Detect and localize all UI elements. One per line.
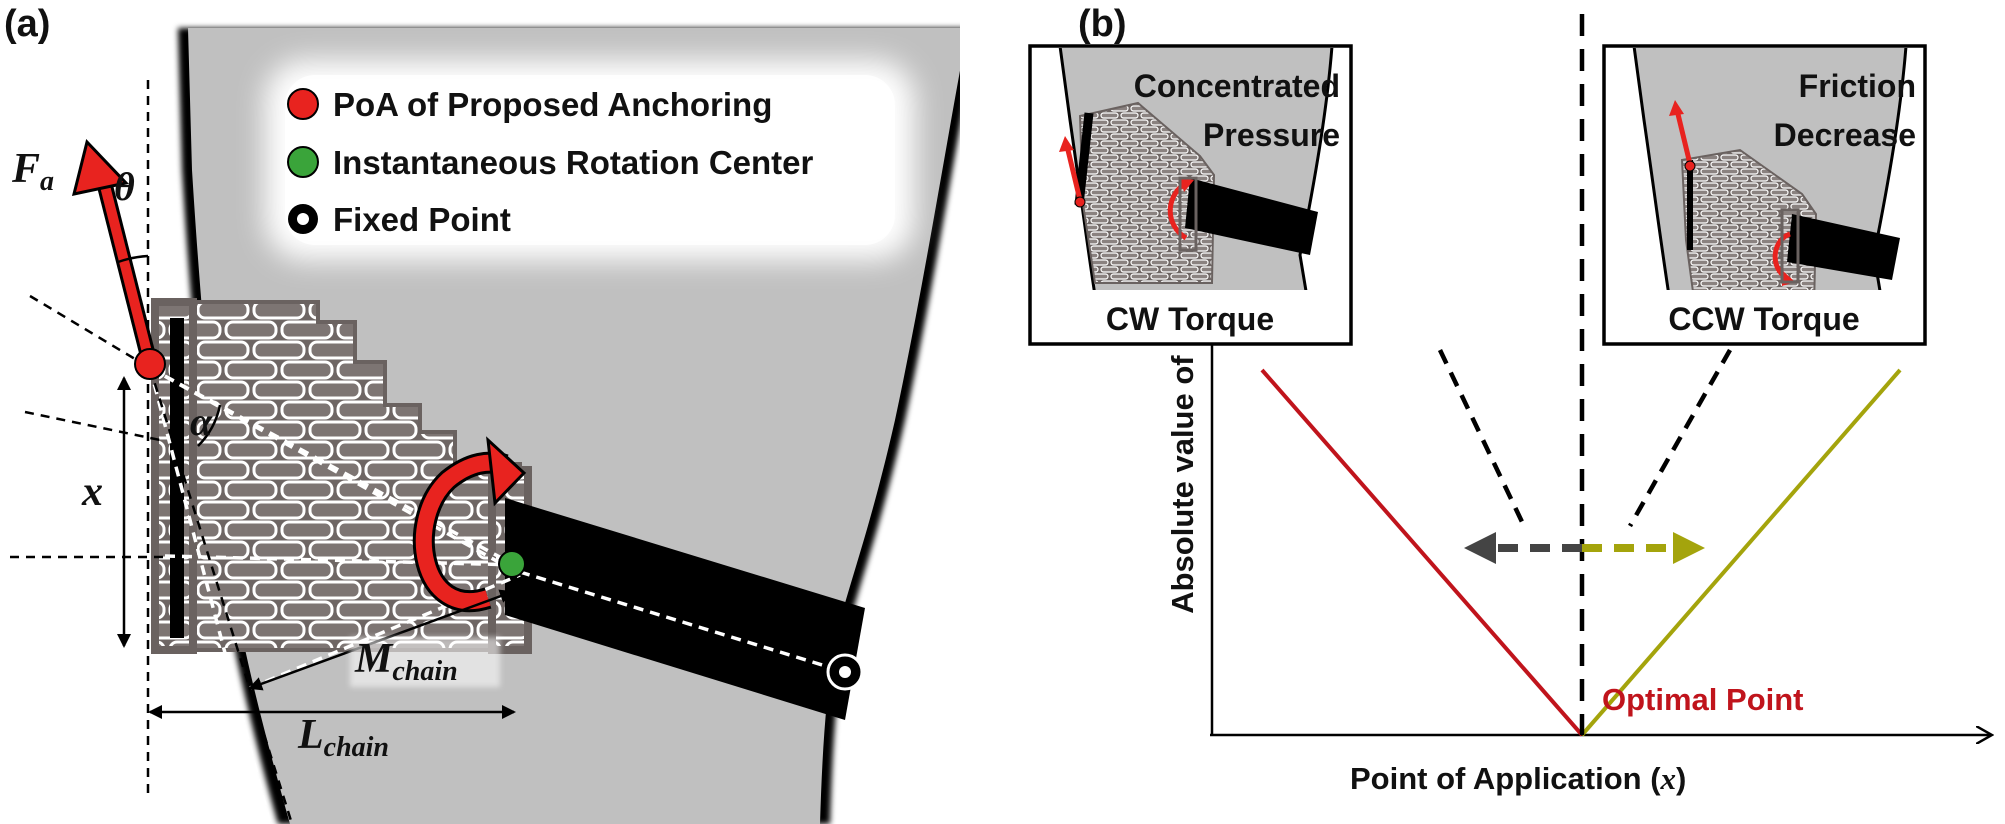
m-chain-label: Mchain (350, 636, 500, 687)
legend: PoA of Proposed Anchoring Instantaneous … (287, 86, 814, 238)
rotation-center-green-dot (498, 550, 526, 578)
x-axis-label: Point of Application (x) (1350, 761, 1686, 796)
panel-a: PoA of Proposed Anchoring Instantaneous … (4, 3, 960, 824)
alpha-label: α (190, 399, 213, 444)
inset-ccw-caption: CCW Torque (1668, 301, 1859, 337)
optimal-point-label: Optimal Point (1602, 682, 1804, 717)
theta-arc (117, 254, 149, 264)
x-label: x (81, 469, 103, 515)
force-label: Fa (11, 146, 54, 197)
panel-b: (b) Absolute value of moment Point of Ap… (1028, 3, 1990, 796)
moment-line-right (1580, 368, 1902, 737)
dark-construction-lines (10, 294, 294, 824)
force-arrow (71, 138, 158, 366)
moment-line-left (1260, 368, 1584, 737)
callout-line-left (1437, 349, 1527, 527)
legend-green-dot (287, 146, 319, 178)
svg-text:Mchain: Mchain (354, 636, 458, 687)
inset-cw-caption: CW Torque (1106, 301, 1274, 337)
theta-label: θ (114, 164, 135, 209)
inset-cw-title-line2: Pressure (1203, 117, 1340, 153)
chain-strap (505, 498, 865, 720)
inset-cw-title-line1: Concentrated (1134, 68, 1340, 104)
panel-a-tag: (a) (4, 3, 50, 45)
inset-ccw-torque: Friction Decrease CCW Torque (1602, 44, 1927, 346)
inset-ccw-title-line2: Decrease (1774, 117, 1916, 153)
callout-line-right (1628, 348, 1732, 528)
legend-label-fixed-point: Fixed Point (333, 201, 511, 238)
inset-cw-torque: Concentrated Pressure CW Torque (1028, 44, 1353, 346)
legend-label-rotation-center: Instantaneous Rotation Center (333, 144, 814, 181)
anchor-frame (151, 298, 197, 654)
legend-label-poa: PoA of Proposed Anchoring (333, 86, 772, 123)
fixed-point-ring (826, 653, 864, 691)
l-chain-label: Lchain (297, 712, 389, 763)
poa-red-dot (134, 348, 166, 380)
panel-b-tag: (b) (1078, 3, 1127, 45)
inset-ccw-title-line1: Friction (1799, 68, 1916, 104)
anchor-black-strip (170, 318, 184, 638)
alpha-arc (197, 404, 222, 447)
legend-red-dot (287, 88, 319, 120)
